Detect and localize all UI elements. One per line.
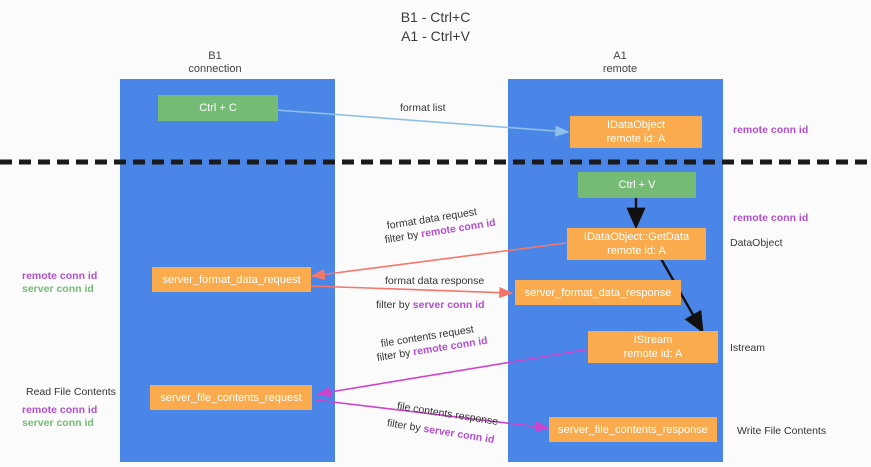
left-label-read-file-contents: Read File Contents xyxy=(26,386,116,398)
right-label-istream: Istream xyxy=(730,342,766,354)
left-label-remote-conn-id-2: remote conn id xyxy=(22,404,98,416)
edge-label-format-data-response-filter: filter by server conn id xyxy=(376,298,485,312)
node-ctrl-c[interactable]: Ctrl + C xyxy=(158,95,278,121)
right-label-remote-conn-id-mid: remote conn id xyxy=(733,212,809,224)
column-header-b1: B1 connection xyxy=(188,50,242,75)
node-ctrl-v[interactable]: Ctrl + V xyxy=(578,172,696,198)
filter-key-server-conn-id: server conn id xyxy=(412,299,485,311)
edge-label-format-data-response: format data response xyxy=(385,275,485,287)
node-server-file-contents-response[interactable]: server_file_contents_response xyxy=(549,417,717,442)
filter-prefix: filter by xyxy=(386,417,425,435)
right-label-remote-conn-id-top: remote conn id xyxy=(733,124,809,136)
node-istream[interactable]: IStream remote id: A xyxy=(588,331,718,363)
right-label-dataobject: DataObject xyxy=(730,237,783,249)
left-label-server-conn-id: server conn id xyxy=(22,283,94,295)
node-server-file-contents-request[interactable]: server_file_contents_request xyxy=(150,385,312,410)
page-title: B1 - Ctrl+C A1 - Ctrl+V xyxy=(400,9,471,44)
node-idataobject[interactable]: IDataObject remote id: A xyxy=(570,116,702,148)
right-label-write-file-contents: Write File Contents xyxy=(737,425,827,437)
left-label-server-conn-id-2: server conn id xyxy=(22,417,94,429)
node-getdata[interactable]: IDataObject::GetData remote id: A xyxy=(567,228,706,260)
column-header-a1: A1 remote xyxy=(602,50,638,75)
node-server-format-data-request[interactable]: server_format_data_request xyxy=(152,267,311,292)
edge-label-format-list: format list xyxy=(400,102,446,114)
left-label-remote-conn-id: remote conn id xyxy=(22,270,98,282)
node-server-format-data-response[interactable]: server_format_data_response xyxy=(515,280,681,305)
filter-prefix: filter by xyxy=(376,299,413,311)
